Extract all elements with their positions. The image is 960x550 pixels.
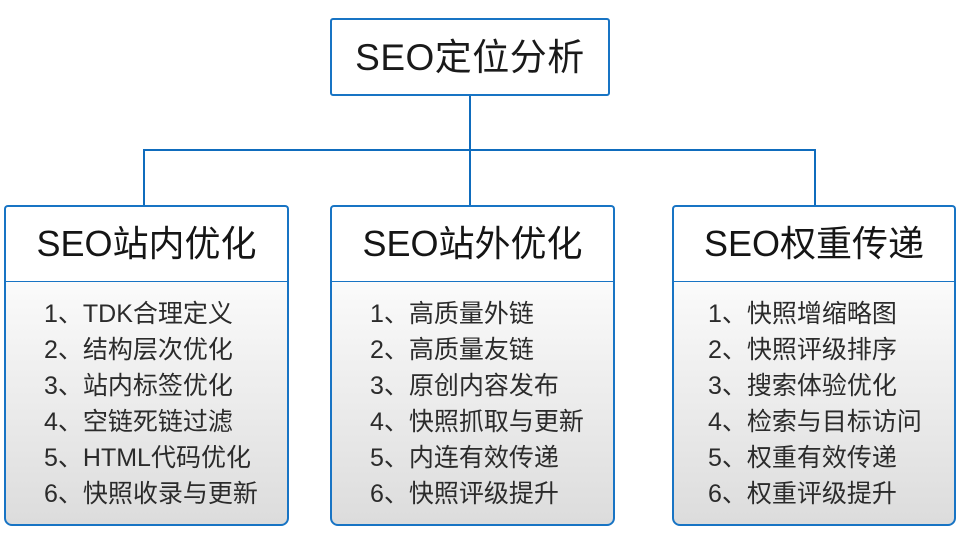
list-item: 1、快照增缩略图 [708,300,897,328]
connector-horizontal-bus [143,149,816,151]
list-item: 5、权重有效传递 [708,444,897,472]
list-item: 2、快照评级排序 [708,336,897,364]
branch-header-1[interactable]: SEO站内优化 [4,205,289,281]
item-list-1: 1、TDK合理定义 2、结构层次优化 3、站内标签优化 4、空链死链过滤 5、H… [6,296,287,512]
list-item: 3、原创内容发布 [370,372,559,400]
list-item: 4、检索与目标访问 [708,408,922,436]
list-item: 3、站内标签优化 [44,372,233,400]
list-item: 6、快照收录与更新 [44,480,258,508]
branch-body-2: 1、高质量外链 2、高质量友链 3、原创内容发布 4、快照抓取与更新 5、内连有… [330,281,615,526]
item-list-2: 1、高质量外链 2、高质量友链 3、原创内容发布 4、快照抓取与更新 5、内连有… [332,296,613,512]
connector-root-stem [469,96,471,150]
list-item: 5、HTML代码优化 [44,444,251,472]
connector-branch-right [814,149,816,206]
list-item: 5、内连有效传递 [370,444,559,472]
connector-branch-left [143,149,145,206]
list-item: 1、高质量外链 [370,300,534,328]
branch-header-2[interactable]: SEO站外优化 [330,205,615,281]
branch-header-label-3: SEO权重传递 [703,223,925,264]
list-item: 4、空链死链过滤 [44,408,233,436]
list-item: 2、结构层次优化 [44,336,233,364]
branch-column-1: SEO站内优化 1、TDK合理定义 2、结构层次优化 3、站内标签优化 4、空链… [4,205,289,526]
branch-header-label-1: SEO站内优化 [36,223,257,264]
branch-body-3: 1、快照增缩略图 2、快照评级排序 3、搜索体验优化 4、检索与目标访问 5、权… [672,281,956,526]
root-node-label: SEO定位分析 [355,36,585,78]
list-item: 6、权重评级提升 [708,480,897,508]
list-item: 2、高质量友链 [370,336,534,364]
item-list-3: 1、快照增缩略图 2、快照评级排序 3、搜索体验优化 4、检索与目标访问 5、权… [674,296,954,512]
list-item: 6、快照评级提升 [370,480,559,508]
connector-branch-middle [469,149,471,206]
list-item: 3、搜索体验优化 [708,372,897,400]
list-item: 4、快照抓取与更新 [370,408,584,436]
list-item: 1、TDK合理定义 [44,300,233,328]
branch-header-label-2: SEO站外优化 [362,223,583,264]
root-node[interactable]: SEO定位分析 [330,18,610,96]
branch-column-3: SEO权重传递 1、快照增缩略图 2、快照评级排序 3、搜索体验优化 4、检索与… [672,205,956,526]
branch-header-3[interactable]: SEO权重传递 [672,205,956,281]
branch-body-1: 1、TDK合理定义 2、结构层次优化 3、站内标签优化 4、空链死链过滤 5、H… [4,281,289,526]
branch-column-2: SEO站外优化 1、高质量外链 2、高质量友链 3、原创内容发布 4、快照抓取与… [330,205,615,526]
